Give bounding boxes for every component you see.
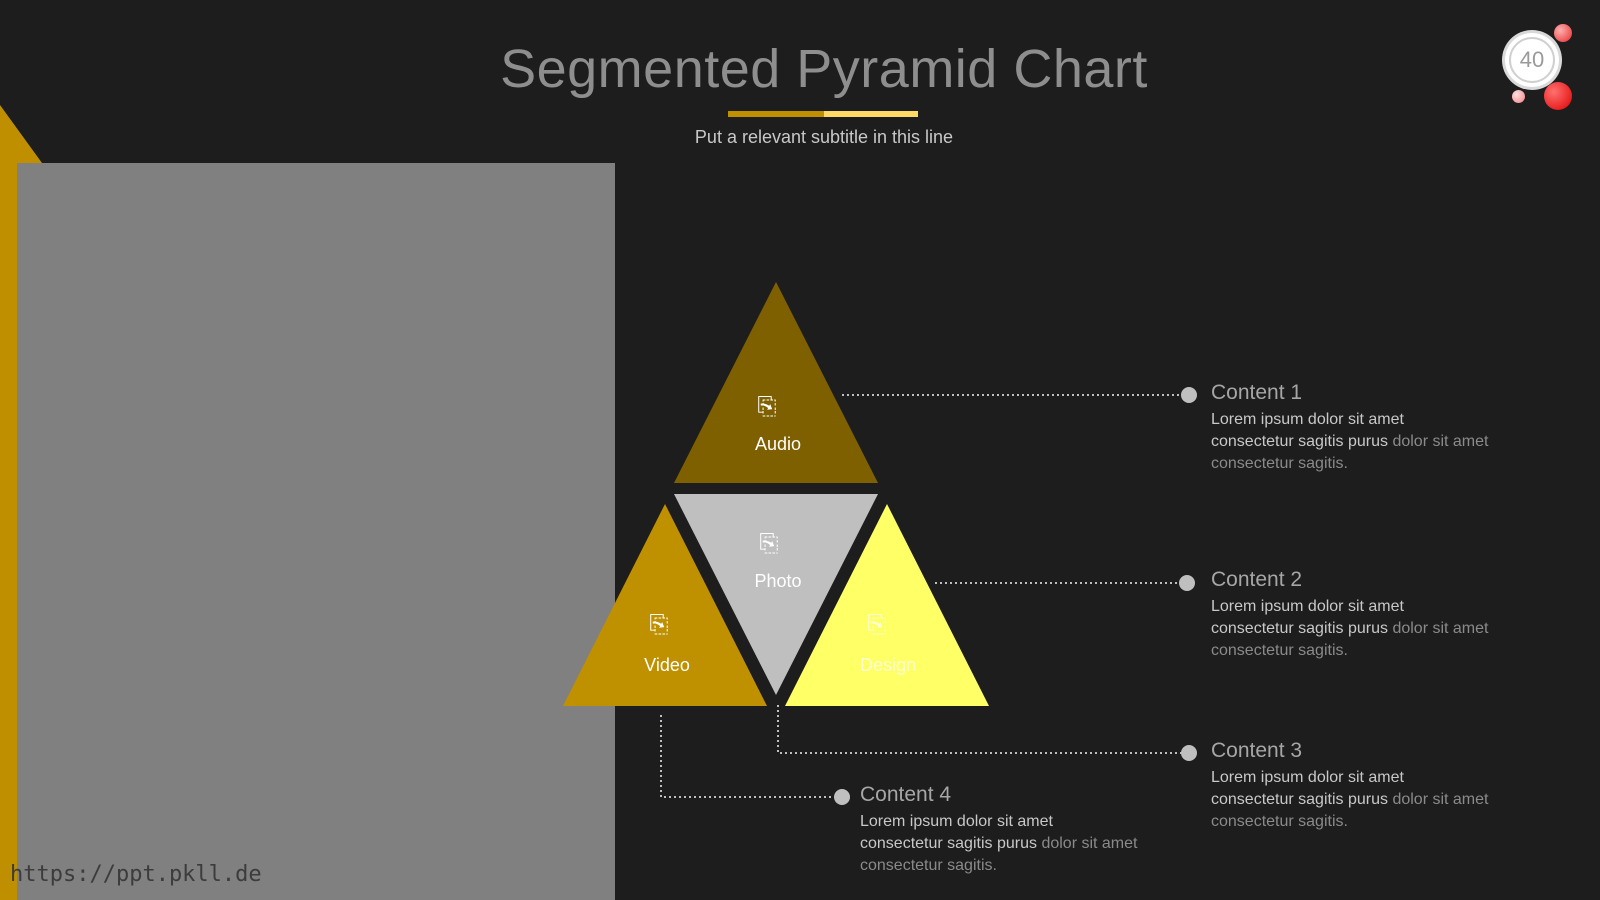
segment-label-photo: Photo	[754, 571, 802, 591]
photo-placeholder[interactable]	[17, 163, 615, 900]
photo-icon: ⎘	[759, 530, 779, 557]
segment-audio	[674, 282, 878, 483]
decor-dot	[1512, 90, 1525, 103]
segment-photo	[674, 494, 878, 695]
connector-dot-4	[834, 789, 850, 805]
connector-dot-2	[1179, 575, 1195, 591]
content-body-2: Lorem ipsum dolor sit amet consectetur s…	[1211, 598, 1489, 659]
content-block-1: Content 1 Lorem ipsum dolor sit amet con…	[1211, 381, 1491, 475]
connector-dot-3	[1181, 745, 1197, 761]
content-title-1: Content 1	[1211, 381, 1303, 404]
connector-line-4	[660, 715, 842, 798]
page-number-badge: 40	[1505, 33, 1559, 87]
content-title-3: Content 3	[1211, 739, 1303, 762]
audio-icon: ⎘	[757, 393, 777, 420]
connector-line-3	[777, 705, 1188, 754]
decor-dot	[1554, 24, 1572, 42]
decor-dot	[1544, 82, 1572, 110]
title-underline	[728, 111, 918, 117]
slide-subtitle: Put a relevant subtitle in this line	[694, 127, 954, 147]
content-block-2: Content 2 Lorem ipsum dolor sit amet con…	[1211, 568, 1491, 662]
page-number: 40	[1509, 37, 1555, 83]
content-body-1: Lorem ipsum dolor sit amet consectetur s…	[1211, 411, 1489, 472]
left-decor-strip	[0, 105, 42, 900]
segment-label-video: Video	[644, 655, 690, 675]
video-icon: ⎘	[649, 611, 669, 638]
design-icon: ⎘	[867, 611, 887, 638]
segment-label-audio: Audio	[754, 434, 802, 454]
content-title-2: Content 2	[1211, 568, 1303, 591]
connector-dot-1	[1181, 387, 1197, 403]
segment-design	[785, 504, 989, 706]
segment-label-design: Design	[859, 655, 917, 675]
content-block-3: Content 3 Lorem ipsum dolor sit amet con…	[1211, 739, 1491, 833]
content-title-4: Content 4	[860, 783, 952, 806]
content-block-4: Content 4 Lorem ipsum dolor sit amet con…	[860, 783, 1140, 877]
slide-title: Segmented Pyramid Chart	[500, 39, 1148, 99]
content-body-4: Lorem ipsum dolor sit amet consectetur s…	[860, 813, 1138, 874]
watermark: https://ppt.pkll.de	[10, 862, 262, 887]
segment-video	[563, 504, 767, 706]
content-body-3: Lorem ipsum dolor sit amet consectetur s…	[1211, 769, 1489, 830]
